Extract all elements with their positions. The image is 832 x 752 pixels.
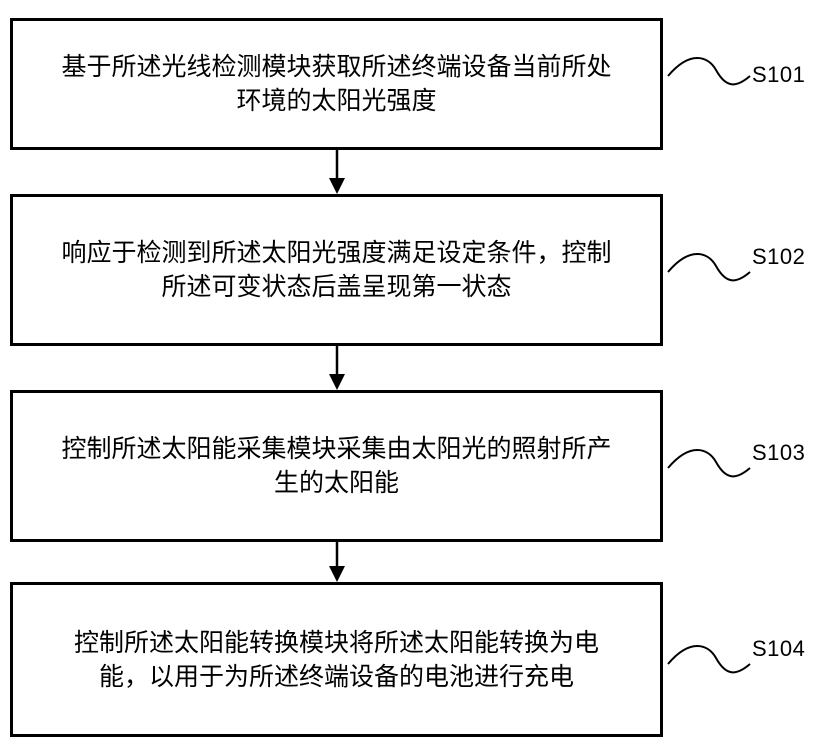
leader-line-s101 xyxy=(667,57,751,86)
step-line: 环境的太阳光强度 xyxy=(236,86,437,115)
step-line: 基于所述光线检测模块获取所述终端设备当前所处 xyxy=(61,52,612,81)
step-label-s104: S104 xyxy=(752,636,806,661)
step-label-s103: S103 xyxy=(752,440,806,465)
step-box-s101: 基于所述光线检测模块获取所述终端设备当前所处 环境的太阳光强度 xyxy=(10,18,663,150)
step-text-s101: 基于所述光线检测模块获取所述终端设备当前所处 环境的太阳光强度 xyxy=(13,50,660,118)
leader-line-s103 xyxy=(667,449,751,478)
step-label-s101: S101 xyxy=(752,62,806,87)
step-box-s102: 响应于检测到所述太阳光强度满足设定条件，控制 所述可变状态后盖呈现第一状态 xyxy=(10,194,663,346)
leader-line-s102 xyxy=(667,253,751,282)
arrowhead-2 xyxy=(329,374,345,390)
step-line: 能，以用于为所述终端设备的电池进行充电 xyxy=(98,661,574,691)
step-line: 生的太阳能 xyxy=(273,468,399,497)
step-line: 控制所述太阳能转换模块将所述太阳能转换为电 xyxy=(73,627,599,657)
step-text-s102: 响应于检测到所述太阳光强度满足设定条件，控制 所述可变状态后盖呈现第一状态 xyxy=(13,236,660,304)
step-line: 所述可变状态后盖呈现第一状态 xyxy=(161,272,512,301)
step-text-s103: 控制所述太阳能采集模块采集由太阳光的照射所产 生的太阳能 xyxy=(13,432,660,500)
step-line: 响应于检测到所述太阳光强度满足设定条件，控制 xyxy=(61,238,612,267)
step-text-s104: 控制所述太阳能转换模块将所述太阳能转换为电 能，以用于为所述终端设备的电池进行充… xyxy=(13,626,660,694)
leader-line-s104 xyxy=(667,645,751,674)
step-box-s104: 控制所述太阳能转换模块将所述太阳能转换为电 能，以用于为所述终端设备的电池进行充… xyxy=(10,582,663,737)
step-box-s103: 控制所述太阳能采集模块采集由太阳光的照射所产 生的太阳能 xyxy=(10,390,663,542)
step-label-s102: S102 xyxy=(752,244,806,269)
step-line: 控制所述太阳能采集模块采集由太阳光的照射所产 xyxy=(61,434,612,463)
arrowhead-3 xyxy=(329,566,345,582)
arrowhead-1 xyxy=(329,178,345,194)
